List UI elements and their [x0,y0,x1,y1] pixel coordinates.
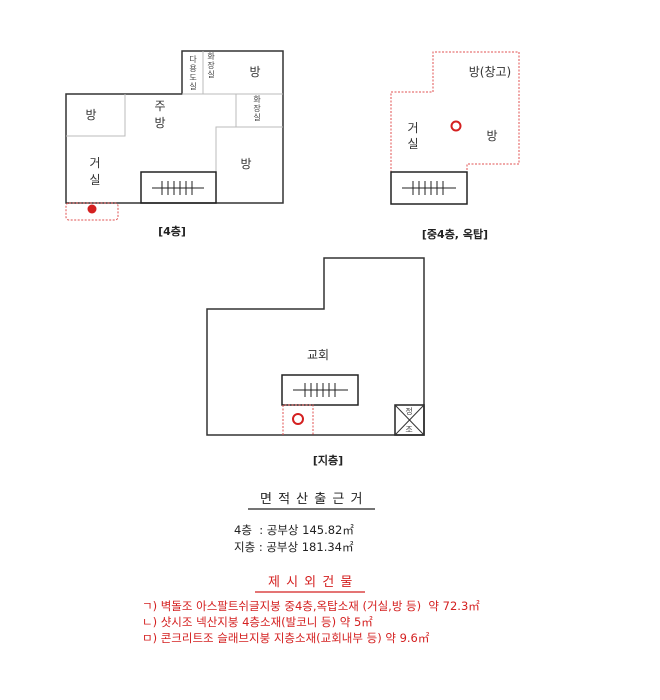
marker-icon [450,120,462,132]
marker-icon [292,413,304,425]
area-basis-title: 면 적 산 출 근 거 [260,492,364,507]
room-label: 방 [240,157,251,171]
floor4-room-left-wall [66,94,126,137]
svg-text:다: 다 [189,55,197,64]
svg-text:화: 화 [207,52,215,61]
mezzanine-caption: [중4층, 옥탑] [422,227,488,241]
stairs-icon [402,181,456,195]
utility-label: 다 용 도 실 [189,55,197,91]
stairs-icon [152,181,204,195]
room-label: 방 [85,108,96,122]
extra-building-line: ㄴ) 샷시조 넥산지붕 4층소재(발코니 등) 약 5㎡ [142,615,373,629]
room-label: 방 [154,116,165,130]
svg-text:장: 장 [253,103,261,113]
room-label: 거 [89,156,100,170]
mezzanine-annex-outline [390,51,520,205]
basement-stairs [281,374,359,406]
room-label: 주 [154,99,165,113]
room-label: 거 [407,121,418,135]
room-label: 방(창고) [469,65,511,79]
svg-text:화: 화 [253,95,261,104]
marker-icon [87,204,97,214]
stairs-icon [293,383,348,397]
extra-building-line: ㄱ) 벽돌조 아스팔트쉬글지붕 중4층,옥탑소재 (거실,방 등) 약 72.3… [142,599,480,613]
extra-buildings-title: 제 시 외 건 물 [268,575,354,590]
tank-box [394,404,425,436]
room-label: 방 [249,65,260,79]
svg-text:실: 실 [189,81,196,91]
basement-outline [206,257,425,436]
bath-right-label: 화 장 실 [253,95,261,122]
tank-label: 조 [405,425,412,434]
svg-text:실: 실 [253,112,260,122]
cross-icon [394,404,425,436]
floor4-balcony-annex [65,202,119,221]
svg-text:도: 도 [189,73,196,82]
tank-label: 정 [405,406,412,416]
svg-text:용: 용 [189,64,196,73]
basement-annex [282,404,314,435]
svg-text:장: 장 [207,60,215,70]
floor4-stairs [140,171,217,204]
area-line: 4층 : 공부상 145.82㎡ [234,523,354,537]
room-label: 실 [89,173,100,187]
bath-top-label: 화 장 실 [207,52,215,79]
floor4-plan [65,50,284,221]
area-line: 지층 : 공부상 181.34㎡ [234,540,354,554]
basement-caption: [지층] [313,453,343,467]
room-label: 실 [407,137,418,151]
svg-text:실: 실 [207,69,214,79]
extra-building-line: ㅁ) 콘크리트조 슬래브지붕 지층소재(교회내부 등) 약 9.6㎡ [142,631,430,645]
floor4-caption: [4층] [158,224,186,238]
mezzanine-stairs [390,171,468,205]
room-label: 방 [486,129,497,143]
room-label: 교회 [307,348,329,362]
